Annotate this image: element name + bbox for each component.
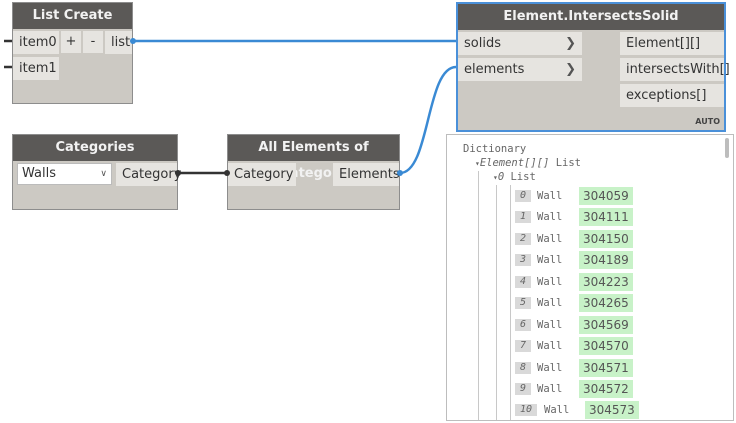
all-elements-of-category-node[interactable]: All Elements of Category Category Elemen…: [227, 134, 400, 210]
tree-guide: [510, 185, 511, 420]
output-port-exceptions[interactable]: exceptions[]: [620, 84, 724, 107]
collapse-triangle-icon[interactable]: ▾: [493, 173, 498, 182]
list-item[interactable]: 1 Wall 304111: [447, 208, 727, 228]
input-port-category[interactable]: Category: [228, 163, 296, 186]
category-selected-value: Walls: [22, 166, 56, 181]
key-type: Element[][]: [479, 157, 550, 169]
category-dropdown[interactable]: Walls ∨: [17, 163, 112, 185]
item-index: 9: [515, 383, 531, 395]
input-port-item0[interactable]: item0: [13, 31, 59, 54]
list-item[interactable]: 10 Wall 304573: [447, 401, 727, 420]
item-value[interactable]: 304572: [579, 380, 633, 398]
input-port-solids[interactable]: solids ❯: [458, 32, 582, 55]
item-index: 0: [515, 190, 531, 202]
solids-label: solids: [464, 36, 501, 51]
list-label: List: [510, 171, 536, 183]
connector-dot: [175, 170, 181, 176]
list-item[interactable]: 0 Wall 304059: [447, 187, 727, 207]
item-index: 7: [515, 340, 531, 352]
categories-title[interactable]: Categories: [13, 135, 177, 161]
list-create-node[interactable]: List Create item0 item1 + - list: [12, 2, 133, 104]
chevron-down-icon: ∨: [100, 169, 107, 179]
item-value[interactable]: 304059: [579, 187, 633, 205]
key-label: List: [555, 157, 581, 169]
item-type: Wall: [537, 383, 563, 395]
list-create-title[interactable]: List Create: [13, 3, 132, 29]
list-item[interactable]: 7 Wall 304570: [447, 337, 727, 357]
list-index: 0: [497, 171, 505, 183]
list-item[interactable]: 6 Wall 304569: [447, 316, 727, 336]
item-type: Wall: [537, 190, 563, 202]
list-item[interactable]: 2 Wall 304150: [447, 230, 727, 250]
output-port-element-array[interactable]: Element[][]: [620, 32, 724, 55]
item-index: 6: [515, 319, 531, 331]
connector-dot: [397, 170, 403, 176]
item-index: 2: [515, 233, 531, 245]
list-item[interactable]: 8 Wall 304571: [447, 359, 727, 379]
item-value[interactable]: 304573: [585, 401, 639, 419]
item-type: Wall: [537, 297, 563, 309]
elements-label: elements: [464, 62, 525, 77]
item-value[interactable]: 304569: [579, 316, 633, 334]
list-item[interactable]: 9 Wall 304572: [447, 380, 727, 400]
list-item[interactable]: 5 Wall 304265: [447, 294, 727, 314]
all-elements-title[interactable]: All Elements of Category: [228, 135, 399, 181]
input-port-elements[interactable]: elements ❯: [458, 58, 582, 81]
input-port-item1[interactable]: item1: [13, 57, 59, 80]
chevron-right-icon: ❯: [565, 62, 576, 77]
collapse-triangle-icon[interactable]: ▾: [475, 159, 480, 168]
item-type: Wall: [537, 276, 563, 288]
add-input-button[interactable]: +: [61, 31, 81, 53]
remove-input-button[interactable]: -: [83, 31, 103, 53]
item-value[interactable]: 304189: [579, 251, 633, 269]
categories-node[interactable]: Categories Walls ∨ Category: [12, 134, 181, 210]
item-type: Wall: [544, 404, 570, 416]
tree-guide: [478, 171, 479, 420]
item-type: Wall: [537, 319, 563, 331]
connector-dot: [130, 38, 136, 44]
list-item[interactable]: 4 Wall 304223: [447, 273, 727, 293]
intersects-solid-node[interactable]: Element.IntersectsSolid solids ❯ element…: [456, 2, 730, 132]
item-value[interactable]: 304571: [579, 359, 633, 377]
item-index: 3: [515, 254, 531, 266]
item-index: 10: [515, 404, 537, 416]
item-index: 8: [515, 362, 531, 374]
preview-watch-panel[interactable]: Dictionary ▾Element[][] List ▾0 List 0 W…: [446, 134, 734, 421]
item-index: 1: [515, 211, 531, 223]
item-type: Wall: [537, 254, 563, 266]
key-row[interactable]: ▾Element[][] List: [475, 157, 581, 169]
item-type: Wall: [537, 233, 563, 245]
chevron-right-icon: ❯: [565, 36, 576, 51]
connector-dot: [224, 170, 230, 176]
list-row[interactable]: ▾0 List: [493, 171, 536, 183]
intersects-solid-title[interactable]: Element.IntersectsSolid: [458, 4, 724, 30]
item-type: Wall: [537, 340, 563, 352]
output-port-category[interactable]: Category: [116, 163, 181, 186]
dictionary-label: Dictionary: [463, 143, 527, 155]
list-item[interactable]: 3 Wall 304189: [447, 251, 727, 271]
item-type: Wall: [537, 362, 563, 374]
output-port-list[interactable]: list: [105, 31, 132, 54]
item-index: 5: [515, 297, 531, 309]
item-value[interactable]: 304570: [579, 337, 633, 355]
lacing-mode-label[interactable]: AUTO: [695, 117, 720, 126]
item-value[interactable]: 304150: [579, 230, 633, 248]
output-port-elements[interactable]: Elements: [333, 163, 400, 186]
output-port-intersects-with[interactable]: intersectsWith[]: [620, 58, 730, 81]
item-value[interactable]: 304223: [579, 273, 633, 291]
item-type: Wall: [537, 211, 563, 223]
item-index: 4: [515, 276, 531, 288]
item-value[interactable]: 304265: [579, 294, 633, 312]
scrollbar-thumb[interactable]: [725, 138, 729, 158]
tree-guide: [496, 185, 497, 420]
item-value[interactable]: 304111: [579, 208, 633, 226]
